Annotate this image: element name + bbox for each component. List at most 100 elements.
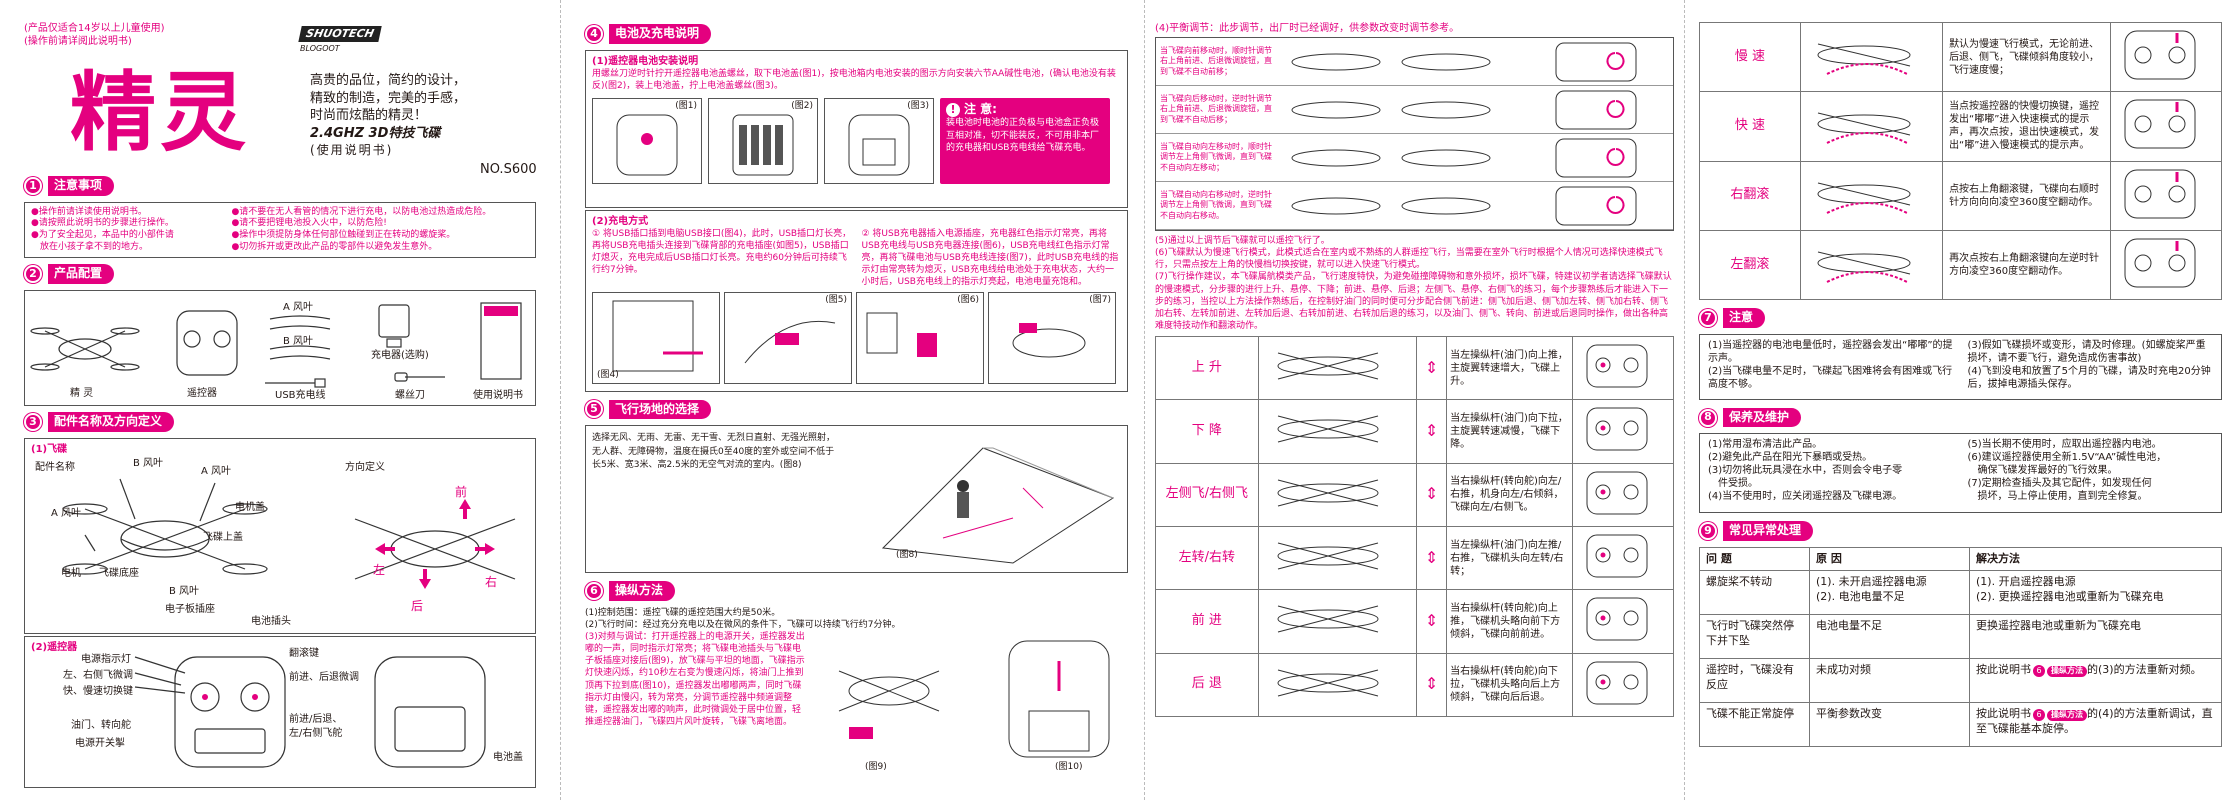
mode-desc: 默认为慢速飞行模式，无论前进、后退、侧飞，飞碟倾斜角度较小，飞行速度慢； bbox=[1942, 21, 2112, 93]
notes-left: ●操作前请详读使用说明书。●请按照此说明书的步骤进行操作。●为了安全起见，本品中… bbox=[31, 207, 219, 253]
section-title: 常见异常处理 bbox=[1723, 521, 1814, 541]
fig2-battery-icon bbox=[732, 114, 794, 176]
remote-dir-stick-2: 左/右侧飞舵 bbox=[289, 727, 343, 739]
problem-cell: 飞行时飞碟突然停下并下坠 bbox=[1699, 614, 1810, 660]
trim-text: 当飞碟自动向左移动时，顺时针调节左上角侧飞微调，直到飞碟不自动向左移动； bbox=[1160, 141, 1272, 172]
control-row: 前 进⇕当右操纵杆(转向舵)向上推，飞碟机头略向前下方倾斜，飞碟向前前进。 bbox=[1155, 589, 1675, 654]
troubleshoot-header: 问 题原 因解决方法 bbox=[1699, 546, 2222, 572]
part-motor-cover: 电机盖 bbox=[235, 501, 265, 513]
fig3-label: (图3) bbox=[907, 100, 929, 111]
config-ufo-label: 精 灵 bbox=[70, 387, 94, 399]
fig5-box: (图5) bbox=[724, 292, 852, 385]
direction-title: 方向定义 bbox=[345, 461, 385, 473]
troubleshoot-header-cell: 解决方法 bbox=[1969, 546, 2222, 572]
mode-ufo-icon bbox=[1799, 229, 1944, 301]
mode-row: 左翻滚再次点按右上角翻滚键向左逆时针方向凌空360度空翻动作。 bbox=[1699, 229, 2222, 301]
solution-cell: (1). 开启遥控器电源 (2). 更换遥控器电池或重新为飞碟充电 bbox=[1969, 570, 2222, 616]
charge-method-1: ① 将USB插口插到电脑USB接口(图4)，此时，USB插口灯长亮，再将USB充… bbox=[592, 228, 852, 276]
remote-power-led: 电源指示灯 bbox=[81, 653, 131, 665]
problem-cell: 螺旋桨不转动 bbox=[1699, 570, 1810, 616]
note8-right-item: (7)定期检查插头及其它配件，如发现任何 bbox=[1967, 478, 2152, 490]
note-5: (5)通过以上调节后飞碟就可以遥控飞行了。 bbox=[1155, 236, 1330, 246]
control-remote-icon bbox=[1571, 652, 1675, 717]
section-number: 2 bbox=[24, 264, 42, 283]
mode-ufo-icon bbox=[1799, 91, 1944, 162]
fig5-plug-icon bbox=[744, 321, 836, 364]
control-remote-icon bbox=[1571, 399, 1675, 464]
remote-battery-cover: 电池盖 bbox=[493, 751, 523, 763]
fig10-label: (图10) bbox=[1055, 761, 1083, 772]
section-title: 产品配置 bbox=[48, 264, 115, 284]
section-number: 6 bbox=[585, 581, 603, 600]
troubleshoot-row: 飞行时飞碟突然停下并下坠电池电量不足更换遥控器电池或重新为飞碟充电 bbox=[1699, 614, 2222, 660]
control-ufo-icon bbox=[1257, 399, 1418, 464]
mode-remote-icon bbox=[2110, 91, 2222, 162]
part-b-blade-1: B 风叶 bbox=[133, 457, 164, 469]
config-a-blade-label: A 风叶 bbox=[283, 301, 314, 313]
fig1-box: (图1) bbox=[592, 97, 702, 184]
mode-row: 右翻滚点按右上角翻滚键，飞碟向右顺时针方向向向凌空360度空翻动作。 bbox=[1699, 160, 2222, 231]
mode-ufo-icon bbox=[1799, 21, 1944, 93]
trim-illustration bbox=[1291, 138, 1637, 177]
solution-section-badge: 操纵方法 bbox=[2047, 666, 2087, 677]
slogan-line-3: 时尚而炫酷的精灵！ bbox=[310, 108, 428, 124]
trim-row: 当飞碟自动向右移动时，逆时针调节左上角侧飞微调，直到飞碟不自动向右移动。 bbox=[1156, 182, 1673, 230]
fig9-label: (图9) bbox=[865, 761, 887, 772]
fig3-box: (图3) bbox=[824, 97, 934, 184]
note8-right-item: 损坏，马上停止使用，直到完全修复。 bbox=[1967, 491, 2148, 503]
note8-left-item: 件受损。 bbox=[1708, 478, 1758, 490]
notes8-box: (1)常用湿布清洁此产品。(2)避免此产品在阳光下暴晒或受热。(3)切勿将此玩具… bbox=[1699, 433, 2222, 514]
mode-label: 右翻滚 bbox=[1699, 160, 1801, 231]
note8-right-item: 确保飞碟发挥最好的飞行效果。 bbox=[1967, 465, 2118, 477]
fig4-computer-icon bbox=[612, 300, 703, 372]
remote-power-switch: 电源开关掣 bbox=[75, 737, 125, 749]
control-remote-icon bbox=[1571, 462, 1675, 528]
charge-figures: (图4) (图5) (图6) (图7) bbox=[592, 292, 1121, 385]
control-desc: 当左操纵杆(油门)向左推/右推，飞碟机头向左转/右转； bbox=[1446, 526, 1573, 591]
fig5-label: (图5) bbox=[825, 295, 847, 306]
note7-3: (3)假如飞碟损坏或变形，请及时修理。(如螺旋桨严重损坏，请不要飞行，避免造成伤… bbox=[1967, 339, 2206, 364]
note-7: (7)飞行操作建议，本飞碟属航模类产品，飞行速度特快，为避免碰撞障碍物和意外损坏… bbox=[1155, 272, 1672, 331]
remote-trim-lr: 左、右侧飞微调 bbox=[63, 669, 133, 681]
note-6: (6)飞碟默认为慢速飞行模式，此模式适合在室内或不熟练的人群遥控飞行，当需要在室… bbox=[1155, 248, 1663, 271]
mode-remote-icon bbox=[2110, 160, 2222, 231]
tech-line: 2.4GHZ 3D特技飞碟 bbox=[310, 125, 441, 141]
control-row: 下 降⇕当左操纵杆(油门)向下拉，主旋翼转速减慢，飞碟下降。 bbox=[1155, 399, 1675, 464]
mode-remote-icon bbox=[2110, 229, 2222, 301]
part-motor: 电机 bbox=[61, 567, 81, 579]
control-label: 左侧飞/右侧飞 bbox=[1155, 462, 1259, 528]
note8-left-item: (1)常用湿布清洁此产品。 bbox=[1708, 439, 1823, 451]
dir-back: 后 bbox=[411, 598, 424, 613]
solution-post: 的(3)的方法重新对频。 bbox=[2087, 663, 2202, 677]
part-a-blade-2: A 风叶 bbox=[51, 507, 82, 519]
control-row: 后 退⇕当右操纵杆(转向舵)向下拉，飞碟机头略向后上方倾斜，飞碟向后后退。 bbox=[1155, 652, 1675, 717]
trim-row: 当飞碟自动向左移动时，顺时针调节左上角侧飞微调，直到飞碟不自动向左移动； bbox=[1156, 134, 1673, 182]
solution-section-number: 6 bbox=[2033, 665, 2045, 678]
product-title: 精灵 bbox=[70, 63, 250, 163]
operation-1: (1)控制范围：遥控飞碟的遥控范围大约是50米。 bbox=[585, 607, 781, 618]
note-right-item: ●操作中须提防身体任何部位触碰到正在转动的螺旋桨。 bbox=[231, 229, 456, 240]
config-charger-label: 充电器(选购) bbox=[371, 349, 429, 361]
section-number: 3 bbox=[24, 412, 42, 431]
note8-right-item: (5)当长期不使用时，应取出遥控器内电池。 bbox=[1967, 439, 2162, 451]
troubleshoot-row: 螺旋桨不转动(1). 未开启遥控器电源 (2). 电池电量不足(1). 开启遥控… bbox=[1699, 570, 2222, 616]
cause-cell: 平衡参数改变 bbox=[1809, 702, 1970, 748]
remote-flip-key: 翻滚键 bbox=[289, 647, 319, 659]
control-ufo-icon bbox=[1257, 589, 1418, 654]
config-box: 精 灵 遥控器 A 风叶 B 风叶 USB充电线 充电器(选购) 螺丝刀 使用说… bbox=[24, 289, 536, 406]
notes7-box: (1)当遥控器的电池电量低时，遥控器会发出“嘟嘟”的提示声。(2)当飞碟电量不足… bbox=[1699, 333, 2222, 400]
mode-ufo-icon bbox=[1799, 160, 1944, 231]
note7-2: (2)当飞碟电量不足时，飞碟起飞困难将会有困难或飞行高度不够。 bbox=[1708, 365, 1953, 390]
operation-text: (1)控制范围：遥控飞碟的遥控范围大约是50米。 (2)飞行时间：经过充分充电以… bbox=[585, 607, 1128, 772]
battery-install-text: 用螺丝刀逆时针拧开遥控器电池盖螺丝，取下电池盖(图1)，按电池箱内电池安装的图示… bbox=[592, 68, 1116, 91]
mode-desc: 当点按遥控器的快慢切换键，遥控发出“嘟嘟”进入快速模式的提示声，再次点按，退出快… bbox=[1942, 91, 2112, 162]
section-title: 注意 bbox=[1723, 308, 1766, 328]
solution-post: 的(4)的方法重新调试，直至飞碟能基本旋停。 bbox=[1976, 707, 2213, 735]
fig2-box: (图2) bbox=[708, 97, 818, 184]
field-text: 选择无风、无雨、无雷、无干雪、无烈日直射、无强光照射，无人群、无障碍物，温度在摄… bbox=[592, 433, 836, 471]
age-note-text: (产品仅适合14岁以上儿童使用) bbox=[24, 23, 165, 34]
fig3-cover-icon bbox=[848, 114, 910, 176]
remote-illustration bbox=[134, 655, 486, 768]
